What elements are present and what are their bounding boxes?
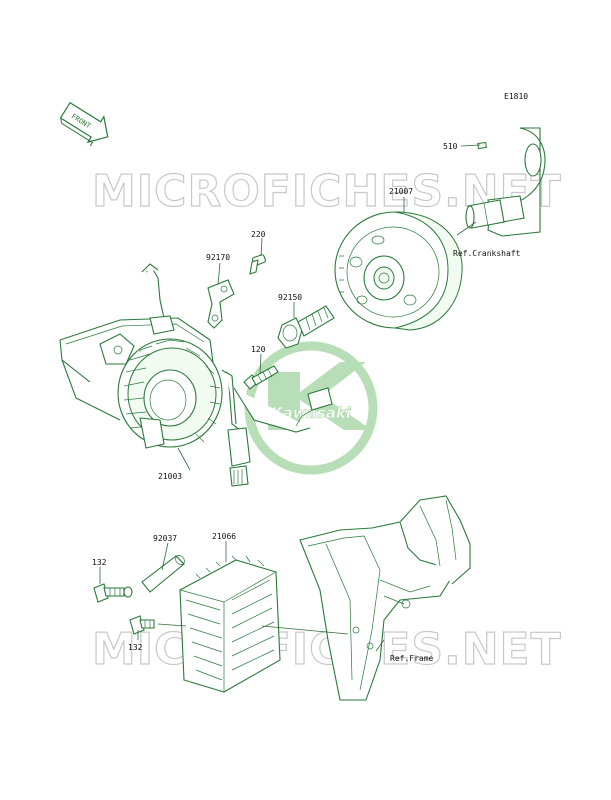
- front-arrow: FRONT: [59, 101, 109, 147]
- bolt-132-upper: [93, 583, 133, 603]
- flywheel-21007: [334, 211, 463, 331]
- spacer-92037: [141, 555, 185, 593]
- leader-lines: [99, 144, 481, 652]
- label-ref-crankshaft: Ref.Crankshaft: [453, 249, 521, 258]
- label-220: 220: [251, 230, 266, 239]
- logo-text: Kawasaki: [271, 404, 352, 422]
- bolt-132-lower: [129, 615, 155, 635]
- label-92170: 92170: [206, 253, 230, 262]
- frame-section: [299, 495, 471, 701]
- watermark-text-top: MICROFICHES.NET: [92, 166, 562, 217]
- label-120: 120: [251, 345, 266, 354]
- diagram-code: E1810: [504, 92, 528, 101]
- bolt-120: [243, 365, 279, 390]
- label-510: 510: [443, 142, 458, 151]
- stator-21003: [59, 263, 333, 487]
- crankshaft-part: [465, 127, 546, 237]
- watermark-top: MICROFICHES.NET: [91, 165, 562, 217]
- label-132-lower: 132: [128, 643, 143, 652]
- label-21066: 21066: [212, 532, 236, 541]
- bolt-92150: [277, 305, 335, 349]
- key-510: [477, 141, 487, 150]
- label-21003: 21003: [158, 472, 182, 481]
- label-92037: 92037: [153, 534, 177, 543]
- clamp-92170: [207, 279, 235, 329]
- label-132-upper: 132: [92, 558, 107, 567]
- screw-220: [249, 254, 266, 275]
- label-92150: 92150: [278, 293, 302, 302]
- regulator-21066: [179, 555, 281, 693]
- label-ref-frame: Ref.Frame: [390, 654, 434, 663]
- label-21007: 21007: [389, 187, 413, 196]
